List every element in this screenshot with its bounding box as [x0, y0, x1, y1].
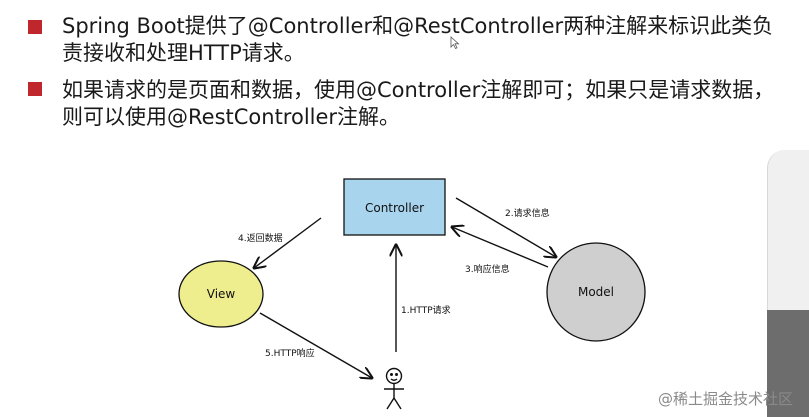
edge-label-response-info: 3.响应信息	[465, 263, 510, 275]
view-label: View	[207, 287, 236, 301]
right-edge-panel	[767, 150, 809, 417]
arrow-return-data	[254, 217, 322, 268]
bullet-marker	[28, 20, 42, 34]
watermark-text: @稀土掘金技术社区	[657, 390, 793, 408]
model-label: Model	[578, 285, 614, 299]
bullet-marker	[28, 82, 42, 96]
arrow-response-info	[452, 227, 549, 268]
right-edge-panel-dark	[767, 310, 809, 417]
edge-label-request-info: 2.请求信息	[505, 207, 550, 219]
arrow-request-info	[455, 197, 556, 257]
view-ellipse	[178, 260, 264, 328]
model-circle	[546, 242, 646, 342]
controller-box	[343, 178, 446, 236]
controller-label: Controller	[365, 201, 424, 215]
mouse-cursor-icon	[450, 36, 460, 50]
edge-label-http-request: 1.HTTP请求	[401, 304, 451, 316]
arrow-http-response	[259, 312, 372, 378]
user-stick-figure-icon	[384, 367, 404, 410]
right-edge-panel-light	[767, 150, 809, 310]
bullet-text-1: Spring Boot提供了@Controller和@RestControlle…	[62, 14, 774, 65]
edge-label-return-data: 4.返回数据	[238, 232, 283, 244]
edge-label-http-response: 5.HTTP响应	[265, 347, 315, 359]
bullet-text-2: 如果请求的是页面和数据，使用@Controller注解即可；如果只是请求数据，则…	[62, 78, 775, 129]
